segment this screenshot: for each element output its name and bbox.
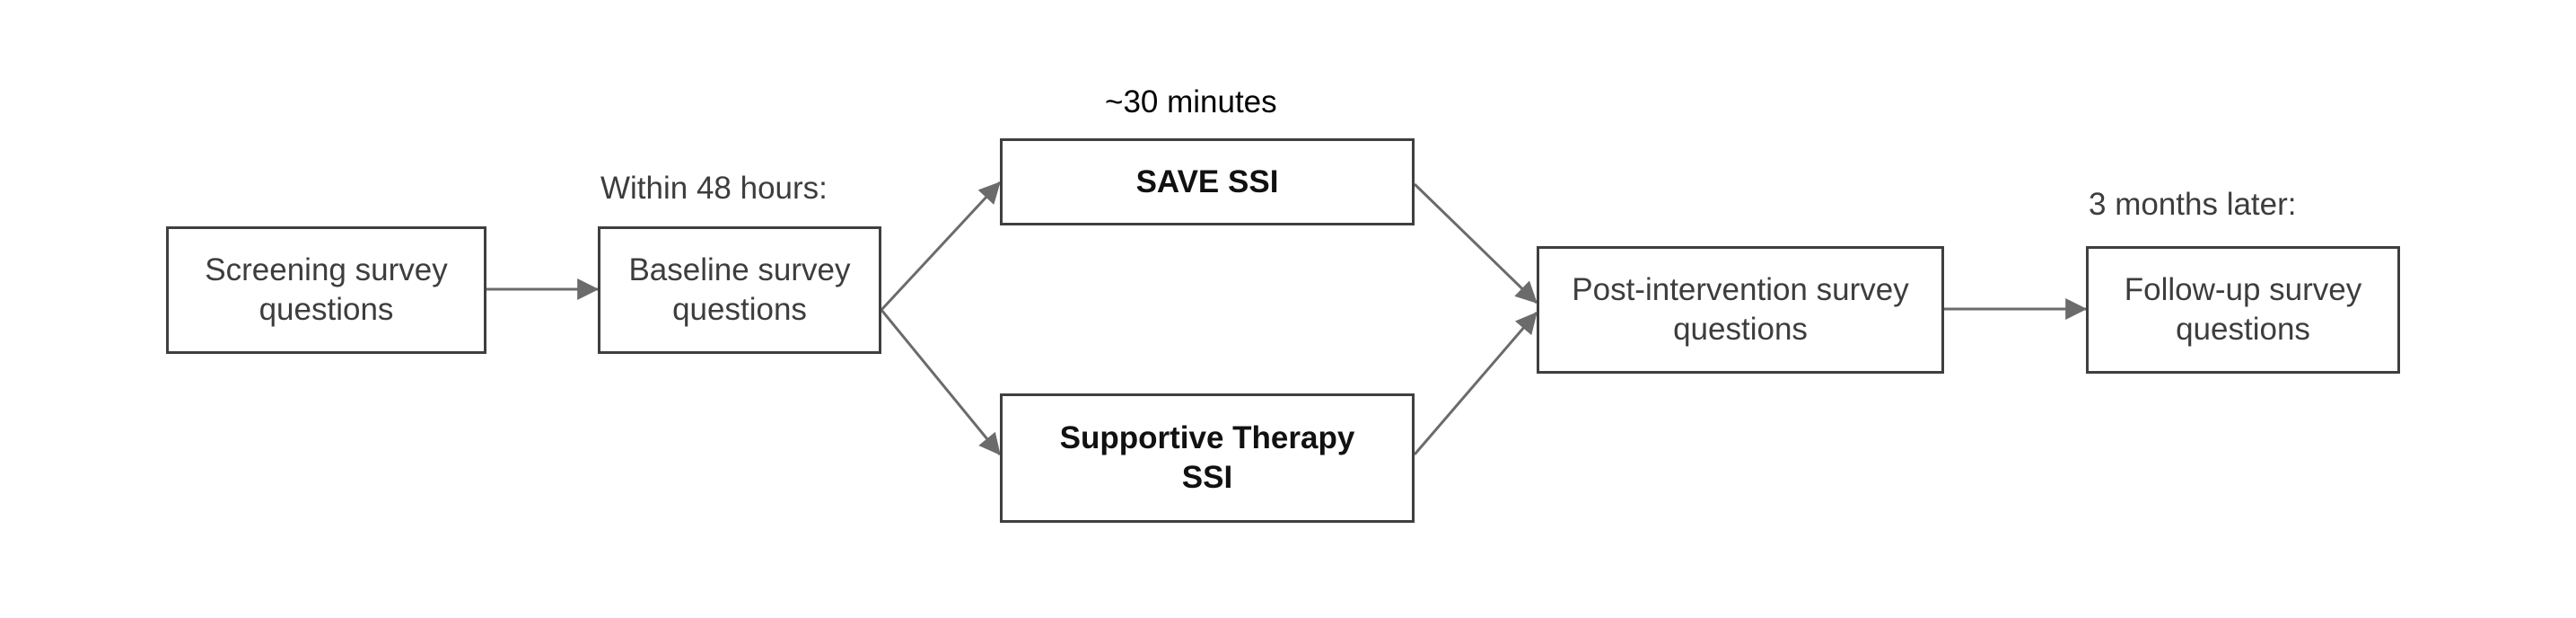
three-months-later-label: 3 months later:: [2089, 187, 2297, 222]
within-48-hours-label: Within 48 hours:: [600, 171, 828, 206]
follow-up-survey-box: Follow-up survey questions: [2086, 246, 2400, 374]
post-intervention-survey-box: Post-intervention survey questions: [1537, 246, 1944, 374]
arrow-baseline-to-save: [880, 181, 1002, 312]
arrow-supportive-to-post: [1413, 312, 1538, 455]
supportive-therapy-ssi-box: Supportive Therapy SSI: [1000, 393, 1415, 523]
arrow-baseline-to-supportive: [880, 309, 1002, 455]
arrow-save-to-post: [1413, 182, 1538, 305]
screening-survey-box: Screening survey questions: [166, 226, 486, 354]
screening-survey-text: Screening survey questions: [205, 252, 448, 327]
duration-label: ~30 minutes: [1105, 84, 1277, 119]
post-intervention-survey-text: Post-intervention survey questions: [1572, 272, 1909, 347]
save-ssi-box: SAVE SSI: [1000, 138, 1415, 225]
save-ssi-text: SAVE SSI: [1135, 163, 1279, 199]
follow-up-survey-text: Follow-up survey questions: [2124, 272, 2362, 347]
supportive-therapy-ssi-text: Supportive Therapy SSI: [1059, 420, 1355, 495]
baseline-survey-box: Baseline survey questions: [598, 226, 881, 354]
baseline-survey-text: Baseline survey questions: [628, 252, 851, 327]
